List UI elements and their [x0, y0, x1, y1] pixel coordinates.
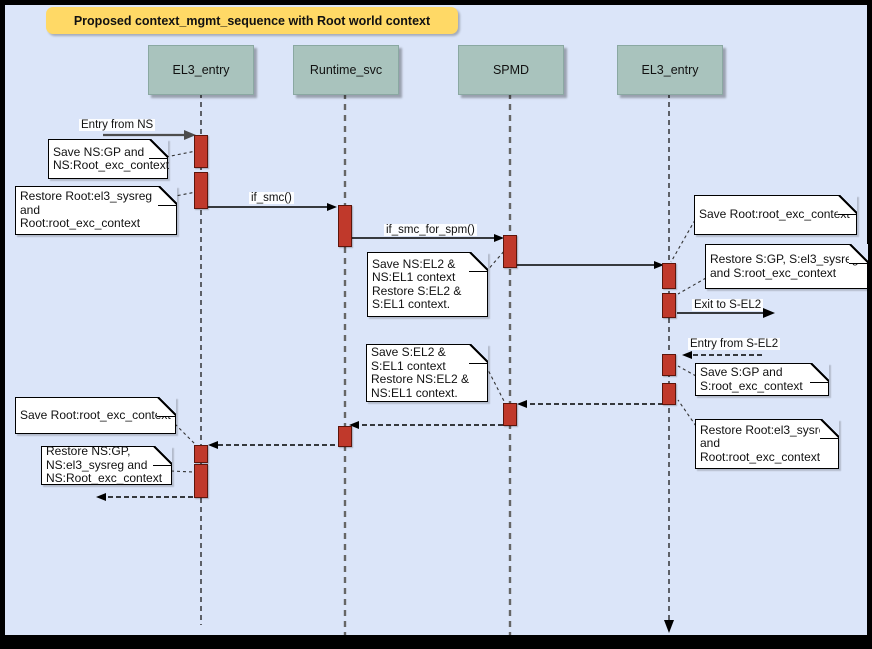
note-restore-root-right: Restore Root:el3_sysreg and Root:root_ex…: [695, 419, 839, 469]
message-label-exit-to-sel2: Exit to S-EL2: [692, 299, 764, 311]
activation-runtime-1: [338, 205, 352, 247]
lifeline-header-runtime-svc: Runtime_svc: [293, 45, 399, 95]
activation-spmd-1: [503, 235, 517, 268]
activation-el3-right-1: [662, 263, 676, 289]
lifeline-label: SPMD: [492, 63, 530, 77]
activation-el3-right-2: [662, 293, 676, 318]
note-save-root-right: Save Root:root_exc_context: [694, 195, 857, 235]
message-label-entry-from-sel2: Entry from S-EL2: [688, 338, 781, 350]
activation-el3-left-3: [194, 445, 208, 463]
message-label-entry-from-ns: Entry from NS: [79, 119, 156, 131]
activation-el3-left-2: [194, 172, 208, 209]
note-save-root-left-bottom: Save Root:root_exc_context: [15, 397, 176, 434]
note-restore-root-left: Restore Root:el3_sysreg and Root:root_ex…: [15, 186, 177, 235]
activation-el3-right-3: [662, 354, 676, 376]
lifeline-label: EL3_entry: [172, 63, 230, 77]
lifeline-header-el3-entry-right: EL3_entry: [617, 45, 723, 95]
lifeline-label: Runtime_svc: [309, 63, 383, 77]
activation-el3-right-4: [662, 383, 676, 405]
note-restore-s-gp: Restore S:GP, S:el3_sysreg and S:root_ex…: [705, 244, 868, 289]
message-label-if-smc-for-spm: if_smc_for_spm(): [384, 224, 477, 236]
note-save-ns-gp: Save NS:GP and NS:Root_exc_context: [48, 139, 169, 179]
note-connectors: [159, 150, 707, 473]
lifeline-el3-right-end-arrow: [664, 620, 674, 633]
activation-el3-left-4: [194, 464, 208, 498]
note-restore-ns-gp: Restore NS:GP, NS:el3_sysreg and NS:Root…: [41, 445, 172, 485]
activation-spmd-2: [503, 403, 517, 426]
activation-el3-left-1: [194, 135, 208, 168]
diagram-canvas: [5, 5, 867, 635]
diagram-title: Proposed context_mgmt_sequence with Root…: [46, 7, 458, 34]
activation-runtime-2: [338, 426, 352, 447]
note-save-ns-el2: Save NS:EL2 & NS:EL1 context Restore S:E…: [367, 252, 488, 317]
note-save-s-gp: Save S:GP and S:root_exc_context: [695, 363, 829, 396]
lifeline-header-spmd: SPMD: [458, 45, 564, 95]
lifeline-label: EL3_entry: [641, 63, 699, 77]
lifeline-header-el3-entry-left: EL3_entry: [148, 45, 254, 95]
note-save-s-el2: Save S:EL2 & S:EL1 context Restore NS:EL…: [366, 344, 488, 402]
message-label-if-smc: if_smc(): [249, 192, 294, 204]
